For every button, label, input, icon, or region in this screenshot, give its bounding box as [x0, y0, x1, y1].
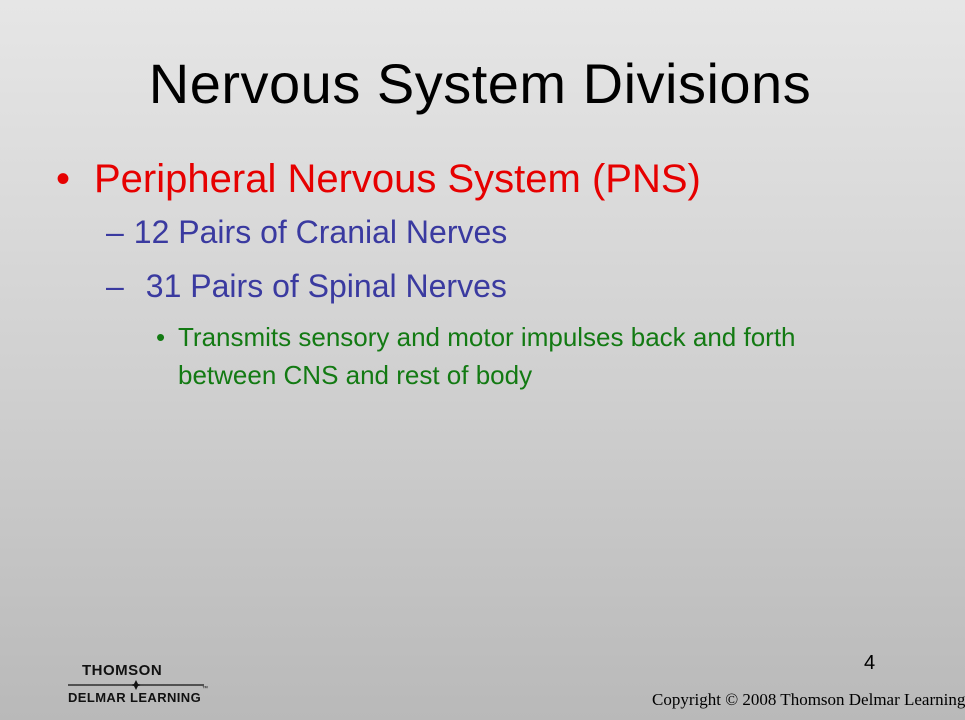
slide-title: Nervous System Divisions	[148, 52, 812, 115]
bullet-level2-text: 12 Pairs of Cranial Nerves	[133, 214, 508, 250]
thomson-delmar-logo: THOMSON DELMAR LEARNING ™	[66, 660, 216, 710]
logo-top-text: THOMSON	[82, 662, 163, 679]
bullet-dot-icon: •	[156, 322, 166, 352]
bullet-level3-text: Transmits sensory and motor impulses bac…	[178, 322, 796, 390]
bullet-level2-cranial: –12 Pairs of Cranial Nerves	[106, 213, 507, 251]
logo-trademark: ™	[202, 686, 208, 692]
page-number: 4	[864, 652, 876, 674]
logo-star-icon	[68, 680, 204, 690]
copyright-notice: Copyright © 2008 Thomson Delmar Learning	[652, 690, 965, 709]
logo-bottom-text: DELMAR LEARNING	[68, 690, 202, 705]
bullet-level1-text: Peripheral Nervous System (PNS)	[94, 157, 701, 201]
bullet-dot-icon: •	[56, 157, 71, 201]
bullet-level2-text: 31 Pairs of Spinal Nerves	[145, 268, 507, 304]
bullet-level2-spinal: –31 Pairs of Spinal Nerves	[106, 267, 507, 305]
dash-icon: –	[106, 214, 124, 250]
bullet-level1: • Peripheral Nervous System (PNS)	[56, 156, 701, 202]
dash-icon: –	[106, 268, 124, 304]
bullet-level3: • Transmits sensory and motor impulses b…	[156, 318, 886, 394]
